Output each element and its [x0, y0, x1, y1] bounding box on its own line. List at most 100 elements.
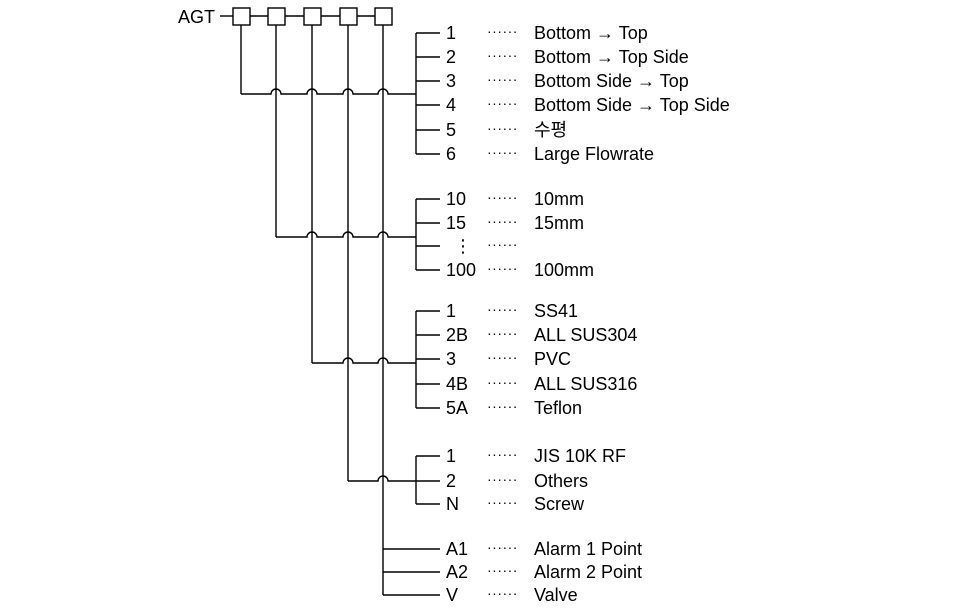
option-group-material: 1 ······ SS41 2B ······ ALL SUS304 3 ······ PVC 4…	[415, 301, 637, 418]
option-code: 6	[446, 144, 456, 164]
option-code: 1	[446, 301, 456, 321]
dotted-leader: ······	[487, 71, 518, 87]
option-description: ALL SUS304	[534, 325, 637, 345]
option-description: Alarm 2 Point	[534, 562, 642, 582]
dotted-leader: ······	[487, 446, 518, 462]
dotted-leader: ······	[487, 325, 518, 341]
option-description: Screw	[534, 494, 585, 514]
option-row: 2 ······ Bottom → Top Side	[416, 47, 689, 67]
option-code: 4	[446, 95, 456, 115]
option-description: PVC	[534, 349, 571, 369]
option-description: Large Flowrate	[534, 144, 654, 164]
dotted-leader: ······	[487, 189, 518, 205]
dotted-leader: ······	[487, 374, 518, 390]
option-description: 100mm	[534, 260, 594, 280]
option-row: 5A ······ Teflon	[416, 398, 582, 418]
option-description: JIS 10K RF	[534, 446, 626, 466]
dotted-leader: ······	[487, 398, 518, 414]
option-code: 10	[446, 189, 466, 209]
option-row: ⋮ ······	[416, 236, 518, 256]
branch-line-4	[348, 475, 416, 482]
option-code: 2	[446, 471, 456, 491]
option-code: 5A	[446, 398, 468, 418]
option-row: 1 ······ Bottom → Top	[416, 23, 648, 43]
dotted-leader: ······	[487, 47, 518, 63]
dotted-leader: ······	[487, 301, 518, 317]
dotted-leader: ······	[487, 236, 518, 252]
code-box-3	[303, 7, 322, 26]
option-row: 1 ······ JIS 10K RF	[416, 446, 626, 466]
dotted-leader: ······	[487, 213, 518, 229]
option-description: ALL SUS316	[534, 374, 637, 394]
option-code: V	[446, 585, 458, 605]
option-row: 2B ······ ALL SUS304	[416, 325, 637, 345]
option-row: 5······수평	[416, 120, 567, 140]
option-description: Bottom → Top	[534, 23, 648, 43]
dotted-leader: ······	[487, 562, 518, 578]
dotted-leader: ······	[487, 120, 518, 136]
vertical-ellipsis: ⋮	[454, 236, 472, 256]
option-description: 10mm	[534, 189, 584, 209]
dotted-leader: ······	[487, 260, 518, 276]
option-description: 수평	[534, 120, 567, 140]
branch-line-3	[312, 357, 416, 364]
option-row: 3 ······ Bottom Side → Top	[416, 71, 689, 91]
option-row: V ······ Valve	[383, 585, 578, 605]
option-row: 3 ······ PVC	[416, 349, 571, 369]
code-box-2	[267, 7, 286, 26]
option-row: A1 ······ Alarm 1 Point	[383, 539, 642, 559]
option-description: Valve	[534, 585, 578, 605]
option-description: Others	[534, 471, 588, 491]
code-box-1	[232, 7, 251, 26]
dotted-leader: ······	[487, 95, 518, 111]
option-row: 15 ······ 15mm	[416, 213, 584, 233]
dotted-leader: ······	[487, 539, 518, 555]
option-row: 2 ······ Others	[416, 471, 588, 491]
option-description: Alarm 1 Point	[534, 539, 642, 559]
option-description: Teflon	[534, 398, 582, 418]
option-code: N	[446, 494, 459, 514]
option-row: 4B ······ ALL SUS316	[416, 374, 637, 394]
option-row: 10 ······ 10mm	[416, 189, 584, 209]
option-code: A1	[446, 539, 468, 559]
dotted-leader: ······	[487, 471, 518, 487]
option-group-size: 10 ······ 10mm 15 ······ 15mm ⋮ ······ 100 ······…	[415, 189, 594, 280]
dotted-leader: ······	[487, 585, 518, 601]
option-groups: 1 ······ Bottom → Top 2 ······ Bottom → Top S…	[383, 23, 730, 605]
option-code: 4B	[446, 374, 468, 394]
dotted-leader: ······	[487, 349, 518, 365]
connector-lines	[220, 15, 416, 595]
option-code: 1	[446, 23, 456, 43]
model-prefix: AGT	[178, 7, 215, 27]
option-code: 2B	[446, 325, 468, 345]
dotted-leader: ······	[487, 144, 518, 160]
option-group-direction: 1 ······ Bottom → Top 2 ······ Bottom → Top S…	[415, 23, 730, 164]
option-description: SS41	[534, 301, 578, 321]
option-description: Bottom Side → Top Side	[534, 95, 730, 115]
code-box-5	[374, 7, 393, 26]
option-row: 1 ······ SS41	[416, 301, 578, 321]
option-row: 4 ······ Bottom Side → Top Side	[416, 95, 730, 115]
option-description: 15mm	[534, 213, 584, 233]
option-code: A2	[446, 562, 468, 582]
branch-line-2	[276, 231, 416, 238]
option-code: 3	[446, 349, 456, 369]
code-box-4	[339, 7, 358, 26]
option-row: N ······ Screw	[416, 494, 585, 514]
dotted-leader: ······	[487, 494, 518, 510]
option-row: A2 ······ Alarm 2 Point	[383, 562, 642, 582]
option-description: Bottom Side → Top	[534, 71, 689, 91]
option-code: 15	[446, 213, 466, 233]
option-row: 100 ······ 100mm	[416, 260, 594, 280]
option-description: Bottom → Top Side	[534, 47, 689, 67]
option-code: 2	[446, 47, 456, 67]
option-row: 6 ······ Large Flowrate	[416, 144, 654, 164]
option-code: 3	[446, 71, 456, 91]
option-code: 100	[446, 260, 476, 280]
option-code: 1	[446, 446, 456, 466]
branch-line-1	[241, 88, 416, 95]
dotted-leader: ······	[487, 23, 518, 39]
